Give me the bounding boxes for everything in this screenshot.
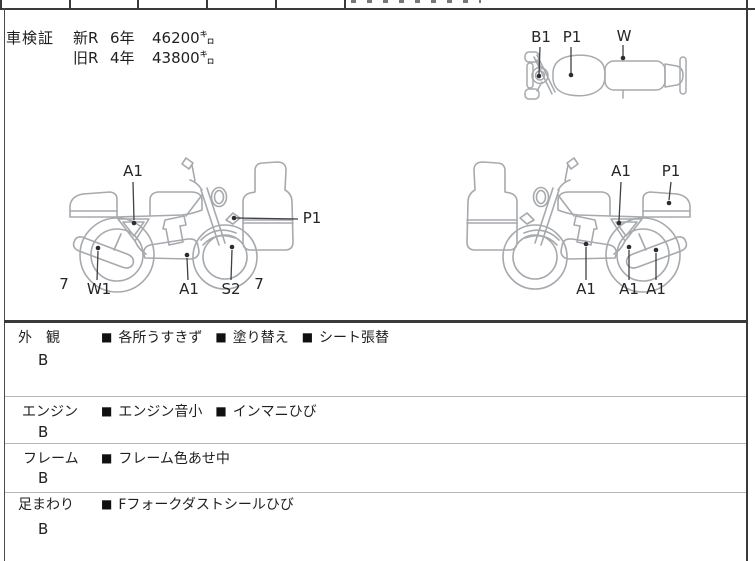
registration-year: 4年 [110,49,135,67]
filled-square-icon: ■ [101,404,113,418]
section-items: ■ エンジン音小 ■ インマニひび [101,404,317,420]
defect-dot [568,72,574,78]
section-label: 足まわり [18,497,74,513]
defect-dot [653,247,659,253]
condition-item: ■ エンジン音小 [101,404,202,420]
diagram-label: A1 [611,162,631,180]
section-divider [5,443,746,444]
top-cell-divider [69,0,71,8]
diagram-label: B1 [531,28,551,46]
diagram-top-view: B1 P1 W [515,25,700,105]
motorcycle-right-side-art [466,157,691,293]
defect-dot [626,244,632,250]
condition-item: ■ 塗り替え [215,330,288,346]
condition-item-text: フレーム色あせ中 [118,451,230,467]
diagram-label: W1 [86,280,112,298]
filled-square-icon: ■ [301,330,314,344]
filled-square-icon: ■ [215,404,227,418]
condition-item: ■ シート張替 [302,330,389,346]
section-items: ■ フレーム色あせ中 [101,451,230,467]
diagram-left-side-view: A1 P1 7 W1 A1 S2 7 [50,148,340,313]
condition-item-text: シート張替 [319,330,390,346]
filled-square-icon: ■ [215,330,227,344]
defect-dot [536,73,542,79]
top-cell-divider [344,0,346,8]
filled-square-icon: ■ [101,451,113,465]
diagram-label: 7 [59,275,69,293]
registration-distance: 46200㌔ [152,29,215,47]
diagram-right-side-view: A1 P1 A1 A1 A1 [450,148,748,313]
condition-item-text: Fフォークダストシールひび [118,497,294,513]
registration-era: 旧R [73,49,99,67]
section-label: 外 観 [18,330,60,346]
top-cell-divider [137,0,139,8]
diagram-label: A1 [123,162,143,180]
diagram-label: 7 [254,275,264,293]
condition-item-text: インマニひび [232,404,317,420]
condition-item-text: 各所うすきず [118,330,203,346]
section-grade: B [38,520,49,538]
section-divider-thick [4,320,748,323]
section-divider [5,492,746,493]
motorcycle-top-view-art [524,45,687,100]
top-cell-divider [275,0,277,8]
diagram-label: A1 [619,280,639,298]
motorcycle-left-side-art [69,157,299,293]
diagram-label: A1 [646,280,666,298]
section-grade: B [38,351,49,369]
condition-item-text: エンジン音小 [118,404,203,420]
diagram-label: W [616,27,632,45]
condition-item: ■ インマニひび [215,404,316,420]
right-border [746,0,748,561]
diagram-label: A1 [576,280,596,298]
condition-item-text: 塗り替え [232,330,289,346]
top-table-border [0,8,755,10]
defect-dot [666,200,672,206]
filled-square-icon: ■ [101,330,113,344]
section-items: ■ 各所うすきず ■ 塗り替え ■ シート張替 [101,330,389,346]
defect-dot [616,220,622,226]
diagram-label: P1 [661,162,681,180]
left-border [4,8,5,561]
top-cell-divider [206,0,208,8]
defect-dot [231,215,237,221]
diagram-label: A1 [179,280,199,298]
section-label: フレーム [23,451,79,467]
defect-dot [184,252,190,258]
defect-dot [95,245,101,251]
defect-dot [620,55,626,61]
defect-dot [131,220,137,226]
condition-item: ■ 各所うすきず [101,330,202,346]
section-grade: B [38,469,49,487]
section-divider [5,396,746,397]
filled-square-icon: ■ [101,497,113,511]
diagram-label: S2 [221,280,241,298]
registration-era: 新R [73,29,99,47]
diagram-label: P1 [562,28,582,46]
section-grade: B [38,423,49,441]
defect-dot [229,244,235,250]
section-items: ■ Fフォークダストシールひび [101,497,294,513]
registration-title: 車検証 [6,29,55,47]
condition-item: ■ フレーム色あせ中 [101,451,230,467]
diagram-label: P1 [302,209,322,227]
defect-dot [583,241,589,247]
condition-item: ■ Fフォークダストシールひび [101,497,294,513]
cropped-row-text-remnant [351,0,481,3]
section-label: エンジン [22,404,78,420]
top-cell-divider [0,0,2,8]
registration-distance: 43800㌔ [152,49,215,67]
registration-year: 6年 [110,29,135,47]
